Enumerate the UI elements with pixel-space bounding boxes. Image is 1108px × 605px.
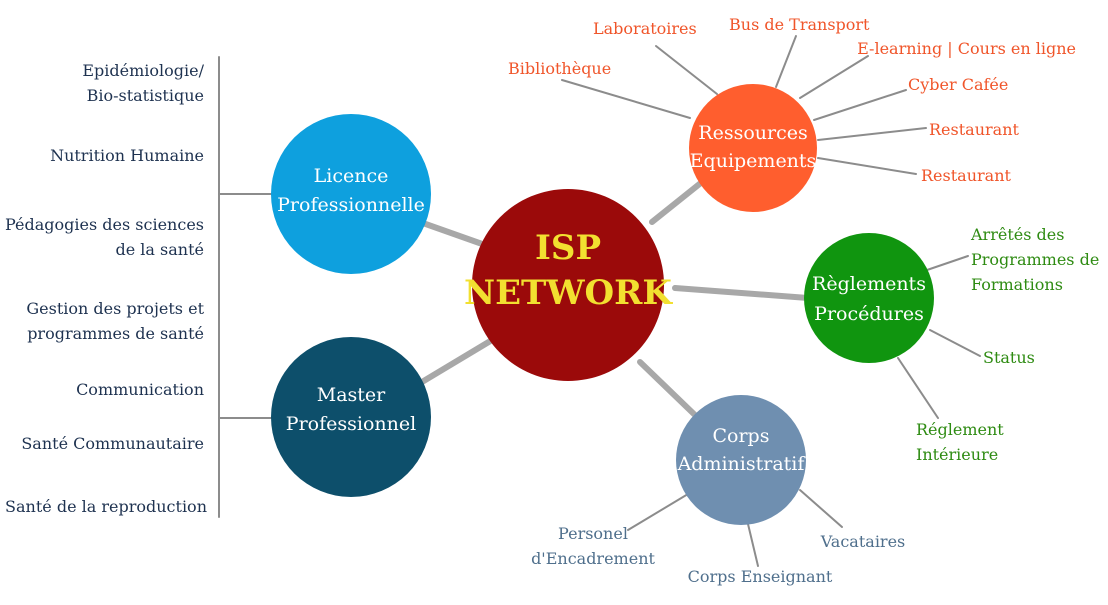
connector-corps — [637, 359, 699, 419]
center-circle — [472, 189, 664, 381]
licence-title-line1: Licence — [314, 165, 389, 187]
branch-vacataires — [799, 489, 843, 528]
ressources-item-label: Bibliothèque — [508, 59, 611, 78]
reglements-title-line2: Procédures — [814, 303, 924, 325]
ressources-item-label: Restaurant — [929, 120, 1019, 139]
reglements-item-label: Réglement — [916, 420, 1004, 439]
ressources-item-label: E-learning | Cours en ligne — [857, 39, 1076, 58]
branch-elearning — [799, 55, 869, 99]
licence-item-label: Bio-statistique — [87, 86, 204, 105]
branch-cyber — [813, 89, 907, 121]
master-labels: Gestion des projets et programmes de san… — [5, 299, 207, 516]
branch-restaurant-2 — [817, 157, 917, 175]
licence-labels: Epidémiologie/ Bio-statistique Nutrition… — [5, 61, 205, 259]
ressources-item-label: Restaurant — [921, 166, 1011, 185]
licence-item-label: de la santé — [116, 240, 205, 259]
reglements-item-label: Status — [983, 348, 1035, 367]
reglements-item-label: Arrêtés des — [970, 225, 1064, 244]
licence-item-label: Epidémiologie/ — [82, 61, 204, 80]
corps-item-label: Corps Enseignant — [688, 567, 833, 586]
master-title-line2: Professionnel — [286, 413, 416, 435]
connector-reglements — [672, 285, 811, 301]
left-bracket — [218, 56, 273, 518]
node-center: ISP NETWORK — [464, 189, 673, 381]
corps-title-line2: Administratif — [677, 453, 807, 475]
branch-corps-enseignant — [747, 523, 759, 567]
master-title-line1: Master — [317, 384, 386, 406]
node-master: Master Professionnel — [271, 337, 431, 497]
ressources-branches — [561, 35, 927, 175]
branch-restaurant-1 — [817, 127, 927, 141]
master-item-label: Santé de la reproduction — [5, 497, 207, 516]
ressources-title-line2: Equipements — [690, 150, 817, 172]
corps-item-label: Vacataires — [820, 532, 906, 551]
center-title-line1: ISP — [535, 228, 601, 268]
branch-bus — [775, 35, 797, 88]
node-ressources: Ressources Equipements — [689, 84, 817, 212]
ressources-item-label: Bus de Transport — [729, 15, 870, 34]
node-corps: Corps Administratif — [676, 395, 806, 525]
branch-status — [929, 329, 981, 357]
node-licence: Licence Professionnelle — [271, 114, 431, 274]
branch-laboratoires — [655, 45, 718, 95]
ressources-labels: Bibliothèque Laboratoires Bus de Transpo… — [508, 15, 1076, 185]
branch-personel — [627, 493, 689, 531]
corps-title-line1: Corps — [713, 425, 770, 447]
corps-branches — [627, 489, 843, 567]
corps-circle — [676, 395, 806, 525]
reglements-item-label: Formations — [971, 275, 1063, 294]
master-circle — [271, 337, 431, 497]
branch-bibliotheque — [561, 79, 691, 119]
licence-title-line2: Professionnelle — [277, 194, 425, 216]
branch-reglement — [897, 357, 939, 419]
center-title-line2: NETWORK — [464, 273, 673, 313]
branch-arretes — [926, 255, 969, 271]
reglements-circle — [804, 233, 934, 363]
master-item-label: programmes de santé — [27, 324, 204, 343]
master-item-label: Santé Communautaire — [21, 434, 204, 453]
licence-item-label: Pédagogies des sciences — [5, 215, 204, 234]
ressources-title-line1: Ressources — [698, 122, 807, 144]
reglements-title-line1: Règlements — [812, 273, 926, 295]
reglements-item-label: Programmes de — [971, 250, 1099, 269]
ressources-item-label: Laboratoires — [593, 19, 697, 38]
licence-item-label: Nutrition Humaine — [50, 146, 204, 165]
ressources-item-label: Cyber Cafée — [908, 75, 1008, 94]
master-item-label: Communication — [76, 380, 204, 399]
node-reglements: Règlements Procédures — [804, 233, 934, 363]
licence-circle — [271, 114, 431, 274]
reglements-branches — [897, 255, 981, 419]
corps-item-label: Personel — [558, 524, 628, 543]
reglements-item-label: Intérieure — [916, 445, 998, 464]
reglements-labels: Arrêtés des Programmes de Formations Sta… — [916, 225, 1099, 464]
connector-master — [419, 337, 495, 385]
connector-ressources — [649, 179, 705, 225]
ressources-circle — [689, 84, 817, 212]
corps-item-label: d'Encadrement — [531, 549, 655, 568]
master-item-label: Gestion des projets et — [26, 299, 204, 318]
center-connectors — [417, 179, 811, 419]
connector-licence — [417, 219, 488, 248]
corps-labels: Personel d'Encadrement Corps Enseignant … — [531, 524, 905, 586]
